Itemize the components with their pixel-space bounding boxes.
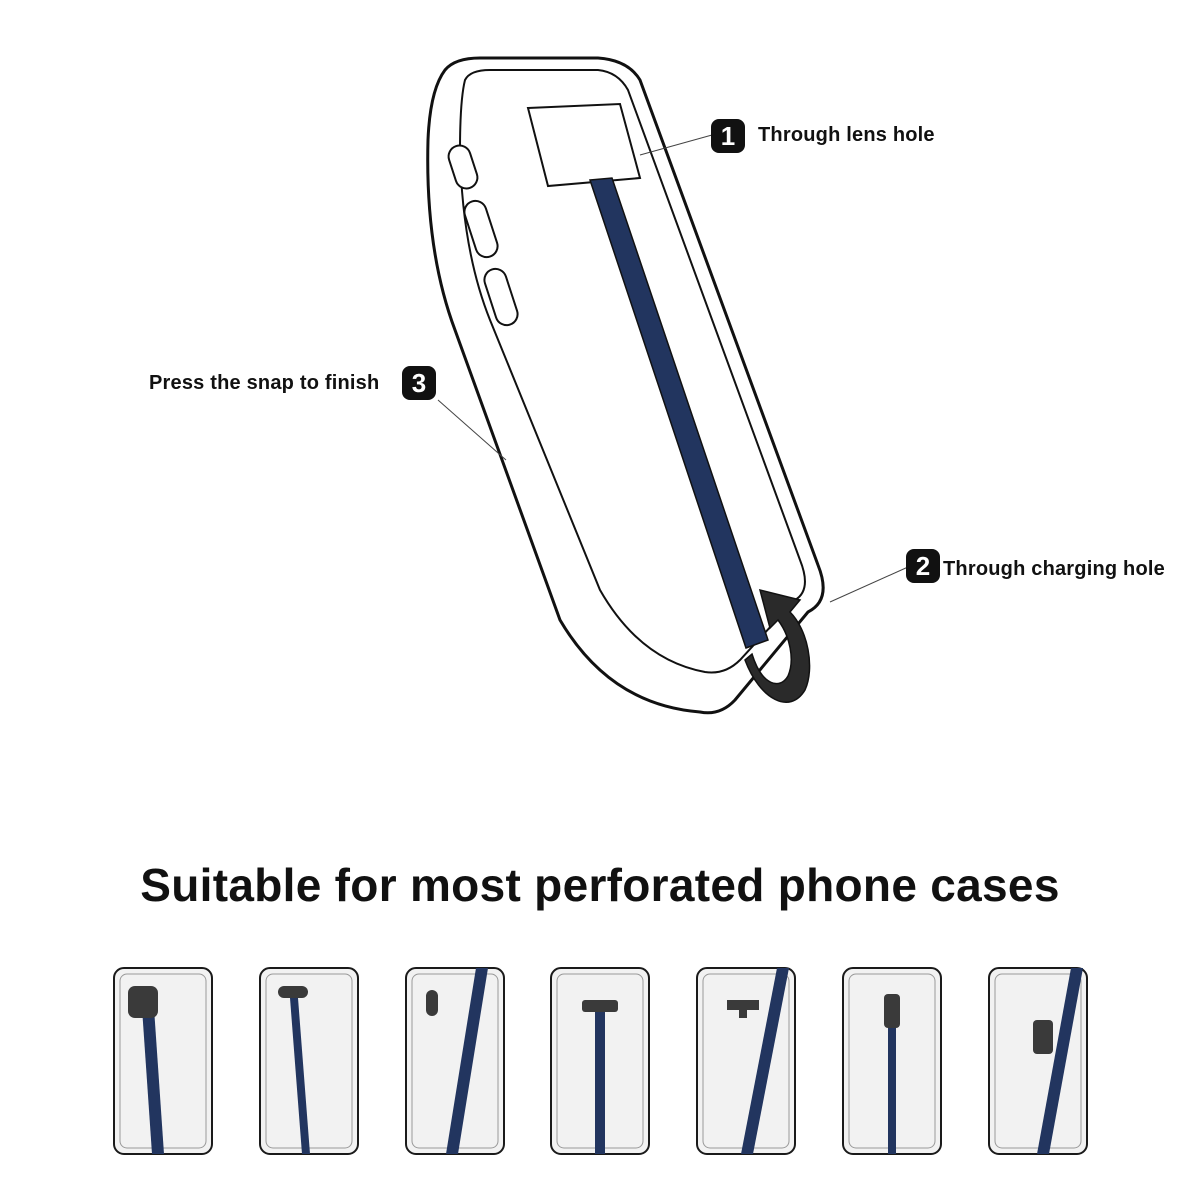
thumb-lens-pill-icon xyxy=(278,986,308,998)
leader-line-3 xyxy=(437,399,507,461)
thumb-lens-t-bar-icon xyxy=(582,1000,618,1012)
thumb-strap xyxy=(142,1008,164,1154)
case-thumbnail-t-bar-lens-center-strap xyxy=(550,967,650,1155)
step-2-badge: 2 xyxy=(906,549,940,583)
case-thumbnail-pill-lens-center-strap xyxy=(259,967,359,1155)
step-3-badge: 3 xyxy=(402,366,436,400)
case-thumbnail-t-hook-lens-diagonal-strap xyxy=(696,967,796,1155)
step-1-badge: 1 xyxy=(711,119,745,153)
case-thumbnail-square-lens-center-strap xyxy=(113,967,213,1155)
thumb-lens-vertical-bar-icon xyxy=(884,994,900,1028)
case-side-opening xyxy=(483,267,519,327)
thumb-strap xyxy=(1037,968,1083,1154)
case-variants-row xyxy=(113,967,1088,1155)
thumb-lens-oval-icon xyxy=(426,990,438,1016)
thumb-strap xyxy=(595,1008,605,1154)
case-thumbnail-small-rect-lens-diagonal-strap xyxy=(988,967,1088,1155)
case-lens-hole xyxy=(526,102,642,188)
step-2-label: Through charging hole xyxy=(943,558,1165,580)
case-thumbnail-inner xyxy=(994,973,1082,1149)
strap-curl-arrow xyxy=(744,588,811,703)
thumb-strap xyxy=(888,1018,896,1154)
thumb-lens-square-icon xyxy=(128,986,158,1018)
headline: Suitable for most perforated phone cases xyxy=(140,859,1060,911)
strap-front-band xyxy=(588,177,769,649)
thumb-strap xyxy=(290,998,310,1154)
thumb-strap xyxy=(446,968,488,1154)
thumb-lens-t-hook-icon xyxy=(727,1000,759,1018)
case-thumbnail-outline xyxy=(259,967,359,1155)
step-3-label: Press the snap to finish xyxy=(149,372,380,394)
case-thumbnail-vertical-bar-lens-center-strap xyxy=(842,967,942,1155)
case-side-opening xyxy=(447,144,479,190)
thumb-strap xyxy=(741,968,789,1154)
leader-line-1 xyxy=(639,134,713,156)
case-side-opening xyxy=(463,199,499,259)
leader-line-2 xyxy=(829,566,909,603)
step-1-label: Through lens hole xyxy=(758,124,935,146)
case-thumbnail-oval-lens-diagonal-strap xyxy=(405,967,505,1155)
phone-case-strap-diagram xyxy=(426,56,909,715)
thumb-lens-small-rect-icon xyxy=(1033,1020,1053,1054)
